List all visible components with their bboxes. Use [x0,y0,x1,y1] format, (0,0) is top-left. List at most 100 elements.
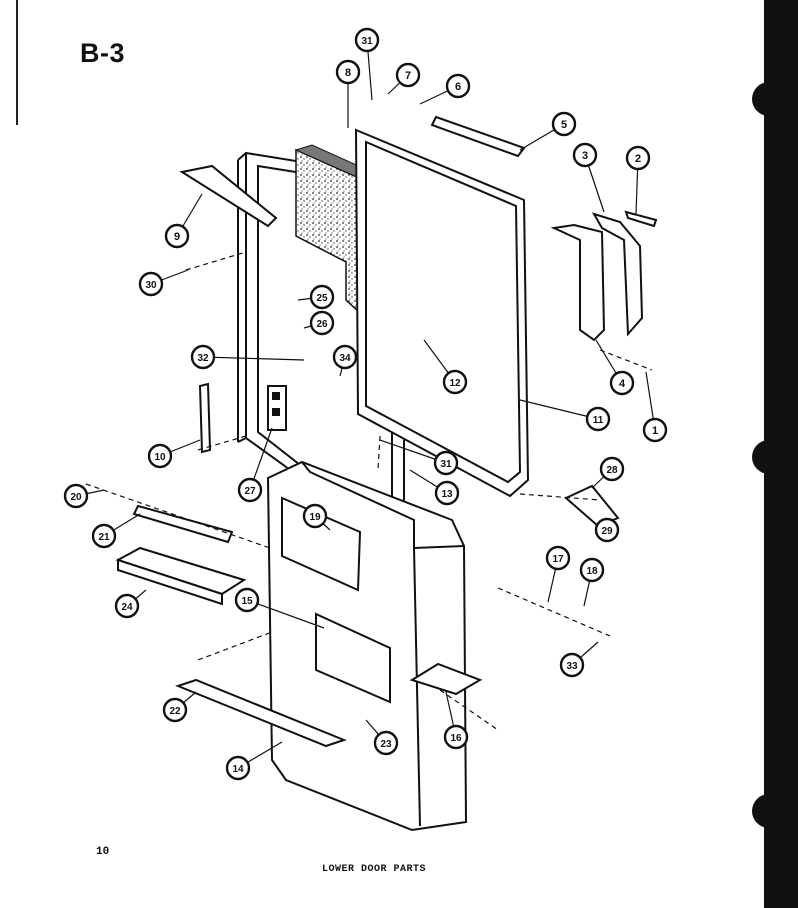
callout-circle [164,223,190,249]
callout-9: 9 [164,223,190,249]
callout-label: 21 [98,532,110,543]
switch-plate [267,385,287,431]
callout-circle [335,59,361,85]
callout-circle [433,450,459,476]
callout-4: 4 [609,370,635,396]
callout-31: 31 [354,27,380,53]
callout-8: 8 [335,59,361,85]
callout-23: 23 [373,730,399,756]
callout-3: 3 [572,142,598,168]
callout-29: 29 [594,517,620,543]
callout-label: 34 [339,353,351,364]
callout-24: 24 [114,593,140,619]
callout-label: 2 [635,153,641,165]
shelf-rail [132,504,234,544]
callout-label: 32 [197,353,209,364]
callout-label: 30 [145,280,157,291]
callout-label: 16 [450,733,462,744]
callout-circle [309,284,335,310]
callout-1: 1 [642,417,668,443]
page-number: 10 [96,846,110,858]
binder-hole [752,794,786,828]
callout-label: 3 [582,150,588,162]
inner-door-panel [354,128,530,498]
callout-25: 25 [309,284,335,310]
callout-7: 7 [395,62,421,88]
callout-11: 11 [585,406,611,432]
callout-label: 22 [169,706,181,717]
callout-circle [572,142,598,168]
callout-label: 6 [455,81,461,93]
side-bracket-set [550,210,658,342]
callout-34: 34 [332,344,358,370]
callout-label: 9 [174,231,180,243]
callout-circle [434,480,460,506]
callout-label: 7 [405,70,411,82]
callout-26: 26 [309,310,335,336]
callout-leader-15 [246,599,325,629]
top-trim-strip [430,115,526,158]
callout-label: 18 [586,566,598,577]
callout-33: 33 [559,652,585,678]
callout-18: 18 [579,557,605,583]
egg-tray [115,546,247,606]
callout-label: 11 [593,415,604,426]
callout-5: 5 [551,111,577,137]
callout-label: 13 [441,489,453,500]
callout-13: 13 [434,480,460,506]
callout-19: 19 [302,503,328,529]
callout-10: 10 [147,443,173,469]
callout-label: 20 [70,492,82,503]
side-strip [198,382,212,454]
callout-label: 27 [244,486,256,497]
callout-12: 12 [442,369,468,395]
callout-label: 31 [361,36,373,47]
callout-circle [190,344,216,370]
callout-17: 17 [545,545,571,571]
callout-circle [91,523,117,549]
callout-circle [585,406,611,432]
callout-circle [609,370,635,396]
callout-28: 28 [599,456,625,482]
callout-label: 10 [154,452,166,463]
callout-label: 15 [241,596,253,607]
callout-label: 23 [380,739,392,750]
callout-label: 5 [561,119,567,131]
callout-circle [551,111,577,137]
callout-label: 1 [652,425,658,437]
callout-circle [309,310,335,336]
callout-label: 17 [552,554,564,565]
callout-label: 4 [619,378,626,390]
callout-leader-11 [519,399,599,420]
callout-circle [442,369,468,395]
callout-2: 2 [625,145,651,171]
callout-16: 16 [443,724,469,750]
callout-circle [443,724,469,750]
callout-22: 22 [162,697,188,723]
callout-label: 8 [345,67,351,79]
upper-trim-bar [179,164,278,228]
callout-circle [302,503,328,529]
callout-circle [395,62,421,88]
door-bin [409,662,483,696]
callout-leader-32 [202,356,305,361]
callout-circle [234,587,260,613]
callout-31: 31 [433,450,459,476]
callout-21: 21 [91,523,117,549]
diagram-title: B-3 [80,38,126,68]
callout-label: 14 [232,764,244,775]
callout-label: 19 [309,512,321,523]
callout-circle [354,27,380,53]
callout-label: 12 [449,378,461,389]
callout-circle [332,344,358,370]
lower-trim-bar [564,484,620,528]
callout-label: 28 [606,465,618,476]
callout-15: 15 [234,587,260,613]
page-caption: LOWER DOOR PARTS [322,864,427,875]
callout-circle [237,477,263,503]
callout-circle [114,593,140,619]
binder-hole [752,82,786,116]
callout-label: 25 [316,293,328,304]
